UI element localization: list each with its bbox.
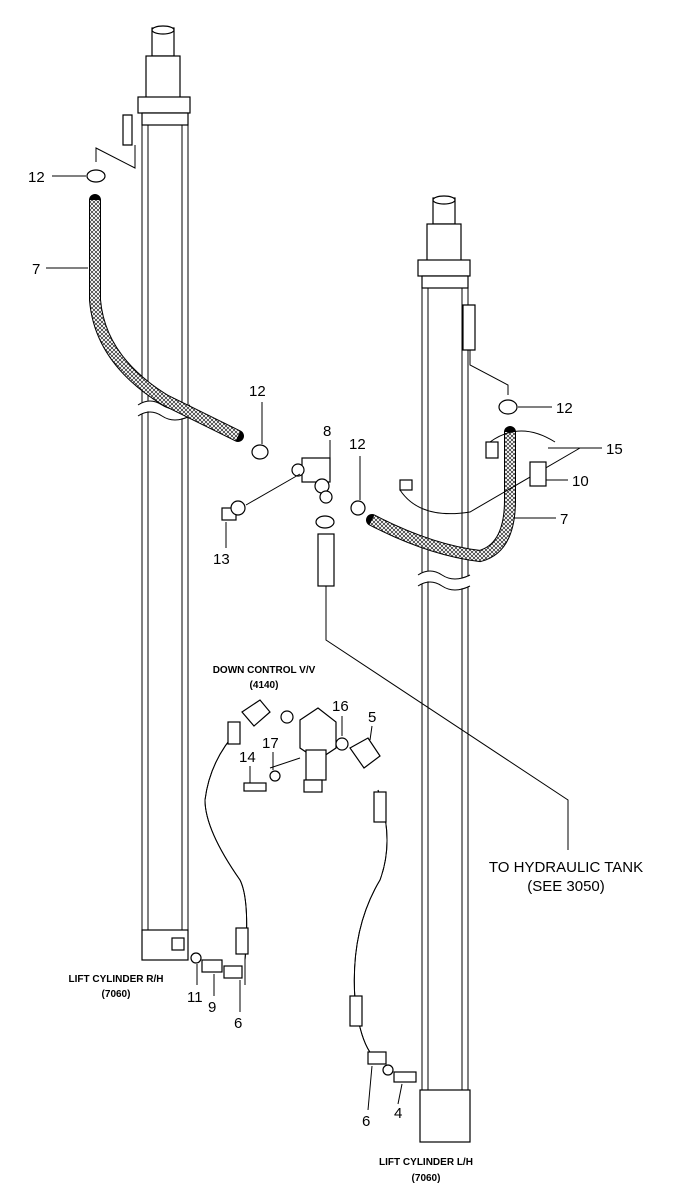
callout-9: 9 (208, 999, 216, 1016)
callout-10: 10 (572, 473, 589, 490)
callout-12-left: 12 (28, 169, 45, 186)
callout-12-center-right: 12 (349, 436, 366, 453)
lift-cylinder-lh-label: LIFT CYLINDER L/H (379, 1157, 473, 1168)
callout-12-center-left: 12 (249, 383, 266, 400)
callout-5: 5 (368, 709, 376, 726)
down-control-label: DOWN CONTROL V/V (213, 665, 316, 676)
lift-cylinder-rh-ref: (7060) (102, 989, 131, 1000)
callout-11: 11 (187, 989, 203, 1006)
to-tank-ref: (SEE 3050) (527, 878, 605, 895)
callout-4: 4 (394, 1105, 402, 1122)
callout-15: 15 (606, 441, 623, 458)
left-lift-cylinder (122, 25, 193, 961)
callout-8: 8 (323, 423, 331, 440)
callout-17: 17 (262, 735, 279, 752)
callout-7-right: 7 (560, 511, 568, 528)
callout-6-right: 6 (362, 1113, 370, 1130)
lift-cylinder-rh-label: LIFT CYLINDER R/H (69, 974, 164, 985)
callout-12-right: 12 (556, 400, 573, 417)
lift-cylinder-lh-ref: (7060) (412, 1173, 441, 1184)
down-control-ref: (4140) (250, 680, 279, 691)
callout-16: 16 (332, 698, 349, 715)
callout-6-left: 6 (234, 1015, 242, 1032)
callout-14: 14 (239, 749, 256, 766)
down-control-valve (299, 707, 337, 793)
callout-7-left: 7 (32, 261, 40, 278)
right-lift-cylinder (415, 195, 476, 1143)
tee-fitting (291, 457, 335, 587)
bolt-13 (221, 500, 246, 521)
callout-13: 13 (213, 551, 230, 568)
to-tank-label: TO HYDRAULIC TANK (489, 859, 643, 876)
